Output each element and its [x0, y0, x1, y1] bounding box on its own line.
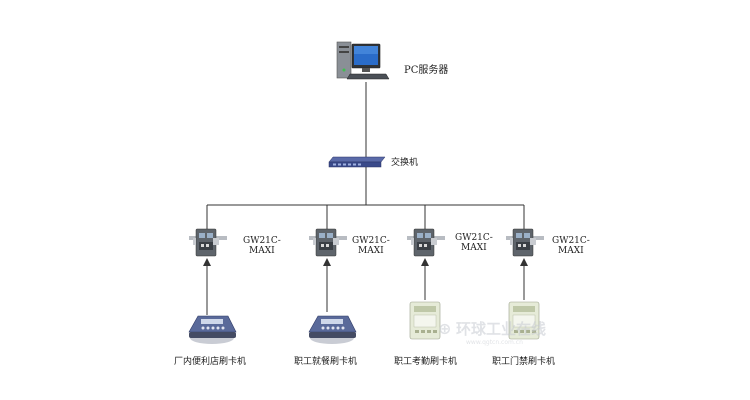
gateway-module-icon [309, 228, 347, 257]
network-switch-label: 交换机 [391, 156, 418, 168]
gateway-3: GW21C- MAXI [407, 228, 493, 257]
terminal-label: 职工门禁刷卡机 [492, 355, 555, 367]
gateway-model-line1: GW21C- [352, 236, 390, 246]
network-switch-icon [328, 156, 386, 168]
gateway-model-line2: MAXI [249, 246, 275, 256]
gateway-model-line1: GW21C- [243, 236, 281, 246]
gateway-model-line2: MAXI [358, 246, 384, 256]
watermark: ⊕ 环球工业在线 www.qgtcn.com.cn [438, 319, 546, 346]
watermark-text: 环球工业在线 [456, 320, 546, 338]
gateway-module-icon [506, 228, 544, 257]
gateway-4: GW21C- MAXI [506, 228, 590, 257]
card-reader-icon [308, 315, 357, 344]
terminal-2: 职工就餐刷卡机 [294, 315, 357, 367]
gateway-model-line2: MAXI [558, 246, 584, 256]
watermark-logo-mark: ⊕ [438, 319, 451, 338]
gateway-1: GW21C- MAXI [189, 228, 281, 257]
terminal-3: 职工考勤刷卡机 [394, 301, 457, 367]
gateway-model-line1: GW21C- [455, 233, 493, 243]
terminal-1: 厂内便利店刷卡机 [174, 315, 246, 367]
network-switch: 交换机 [328, 156, 418, 168]
gateway-model-line2: MAXI [461, 243, 487, 253]
card-reader-icon [188, 315, 237, 344]
watermark-subtext: www.qgtcn.com.cn [466, 339, 523, 346]
gateway-module-icon [407, 228, 445, 257]
gateway-model-line1: GW21C- [552, 236, 590, 246]
terminal-label: 职工考勤刷卡机 [394, 355, 457, 367]
terminal-label: 职工就餐刷卡机 [294, 355, 357, 367]
terminal-4: 职工门禁刷卡机 [492, 301, 555, 367]
pc-server-label: PC服务器 [404, 63, 448, 76]
terminal-label: 厂内便利店刷卡机 [174, 355, 246, 367]
attendance-terminal-icon [409, 301, 441, 340]
gateway-module-icon [189, 228, 227, 257]
gateway-2: GW21C- MAXI [309, 228, 390, 257]
pc-server: PC服务器 [336, 41, 448, 80]
access-control-terminal-icon [508, 301, 540, 340]
pc-server-icon [336, 41, 390, 80]
